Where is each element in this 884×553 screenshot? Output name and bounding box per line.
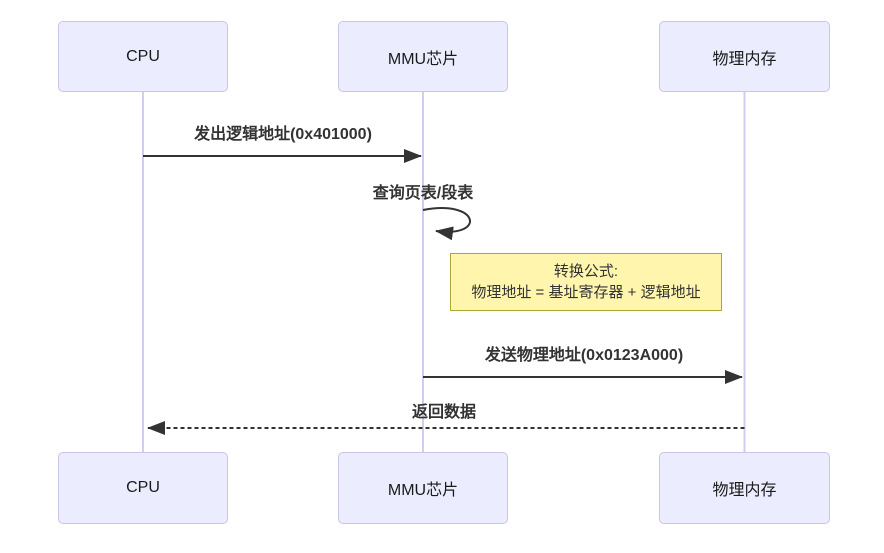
actor-label: MMU芯片 (387, 482, 459, 499)
self-loop-arrow (422, 207, 471, 241)
actor-top-mmu: MMU芯片 (338, 21, 508, 92)
note-line-1: 转换公式: (553, 263, 619, 280)
actor-label: CPU (126, 479, 160, 496)
note: 转换公式: 物理地址 = 基址寄存器 + 逻辑地址 (450, 253, 722, 311)
note-line-2: 物理地址 = 基址寄存器 + 逻辑地址 (471, 284, 701, 301)
message-label-return: 返回数据 (411, 404, 476, 421)
actor-label: MMU芯片 (387, 50, 459, 68)
message-label-2: 发送物理地址(0x0123A000) (484, 347, 684, 364)
actor-top-cpu: CPU (58, 21, 228, 92)
message-label-1: 发出逻辑地址(0x401000) (194, 126, 372, 143)
actor-bottom-mmu: MMU芯片 (338, 452, 508, 524)
actor-label: CPU (126, 47, 160, 65)
actor-label: 物理内存 (712, 50, 777, 68)
actor-bottom-cpu: CPU (58, 452, 228, 524)
message-label-self-loop: 查询页表/段表 (372, 185, 474, 202)
actor-top-memory: 物理内存 (659, 21, 830, 92)
actor-bottom-memory: 物理内存 (659, 452, 830, 524)
actor-label: 物理内存 (712, 482, 777, 499)
